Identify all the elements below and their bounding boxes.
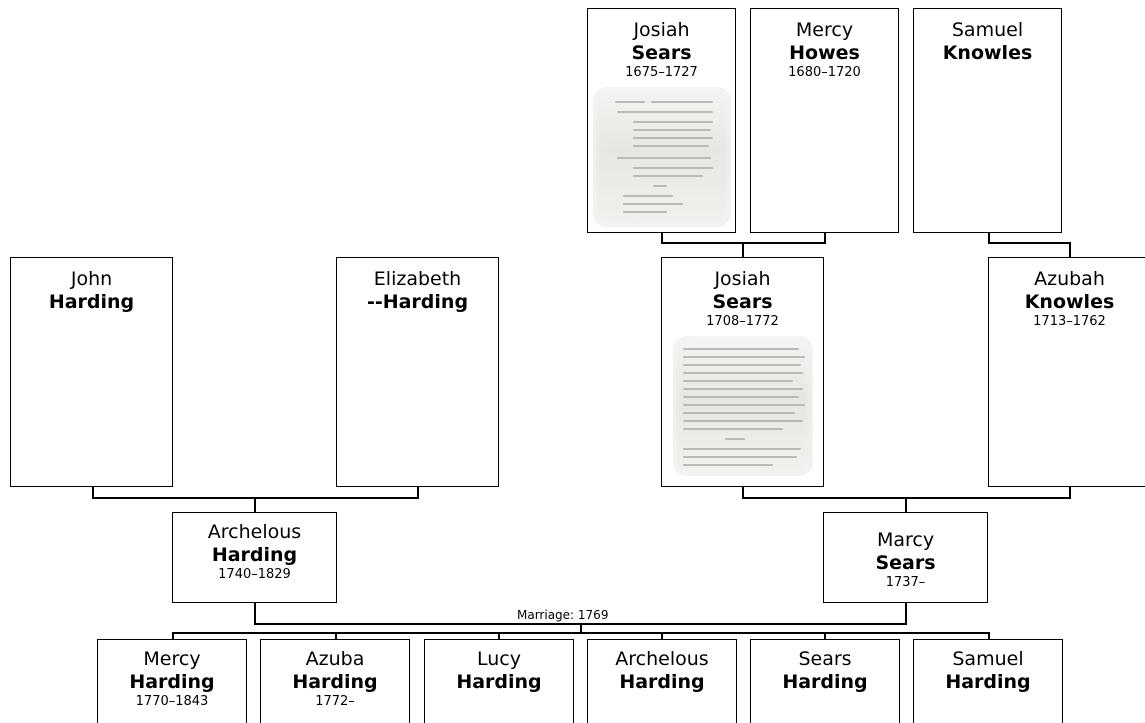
life-dates: 1713–1762: [1033, 314, 1106, 329]
given-name: Marcy: [876, 529, 935, 551]
connector: [172, 632, 174, 640]
given-name: Josiah: [633, 19, 690, 41]
connector: [172, 632, 990, 634]
person-card-marcy-sears[interactable]: Marcy Sears 1737–: [823, 512, 988, 603]
document-photo: [592, 87, 731, 227]
given-name: Josiah: [714, 268, 771, 290]
surname: Howes: [789, 42, 860, 64]
given-name: Mercy: [143, 648, 201, 670]
person-card-archelous-harding-1740[interactable]: Archelous Harding 1740–1829: [172, 512, 337, 603]
person-card-lucy-harding[interactable]: Lucy Harding: [424, 639, 574, 723]
surname: Harding: [129, 671, 215, 693]
connector: [905, 497, 907, 513]
person-card-samuel-knowles[interactable]: Samuel Knowles: [913, 8, 1062, 233]
person-card-john-harding[interactable]: John Harding: [10, 257, 173, 487]
connector: [580, 623, 582, 633]
connector: [92, 486, 94, 498]
person-card-azubah-knowles[interactable]: Azubah Knowles 1713–1762: [988, 257, 1145, 487]
person-card-azuba-harding[interactable]: Azuba Harding 1772–: [260, 639, 410, 723]
person-card-samuel-harding[interactable]: Samuel Harding: [913, 639, 1063, 723]
surname: Sears: [712, 291, 773, 313]
life-dates: 1740–1829: [218, 567, 291, 582]
life-dates: 1680–1720: [788, 65, 861, 80]
connector: [661, 632, 663, 640]
person-card-elizabeth-harding[interactable]: Elizabeth --Harding: [336, 257, 499, 487]
connector: [1069, 242, 1071, 258]
surname: Harding: [211, 544, 298, 566]
given-name: Sears: [798, 648, 852, 670]
connector: [742, 242, 744, 258]
connector: [988, 242, 1070, 244]
connector: [92, 497, 419, 499]
person-card-josiah-sears-1708[interactable]: Josiah Sears 1708–1772: [661, 257, 824, 487]
connector: [988, 632, 990, 640]
connector: [742, 486, 744, 498]
surname: Harding: [456, 671, 542, 693]
life-dates: 1708–1772: [706, 314, 779, 329]
surname: Harding: [619, 671, 705, 693]
surname: Harding: [292, 671, 378, 693]
surname: Sears: [631, 42, 692, 64]
connector: [905, 602, 907, 624]
given-name: Archelous: [615, 648, 709, 670]
surname: Harding: [945, 671, 1031, 693]
given-name: Lucy: [477, 648, 521, 670]
connector: [417, 486, 419, 498]
document-photo: [672, 336, 813, 476]
life-dates: 1770–1843: [135, 694, 209, 709]
connector: [742, 497, 1071, 499]
connector: [335, 632, 337, 640]
person-card-mercy-harding[interactable]: Mercy Harding 1770–1843: [97, 639, 247, 723]
surname: Knowles: [942, 42, 1033, 64]
surname: Harding: [782, 671, 868, 693]
surname: --Harding: [366, 291, 469, 313]
person-card-mercy-howes[interactable]: Mercy Howes 1680–1720: [750, 8, 899, 233]
connector: [498, 632, 500, 640]
marriage-label: Marriage: 1769: [515, 608, 611, 622]
person-card-archelous-harding-child[interactable]: Archelous Harding: [587, 639, 737, 723]
surname: Knowles: [1024, 291, 1115, 313]
given-name: Archelous: [207, 521, 302, 543]
given-name: John: [70, 268, 113, 290]
connector: [824, 232, 826, 243]
connector: [254, 602, 256, 624]
connector: [254, 497, 256, 513]
life-dates: 1675–1727: [625, 65, 698, 80]
connector: [824, 632, 826, 640]
connector: [988, 232, 990, 243]
given-name: Samuel: [952, 648, 1024, 670]
connector: [1069, 486, 1071, 498]
given-name: Azuba: [305, 648, 365, 670]
given-name: Azubah: [1034, 268, 1105, 290]
life-dates: 1772–: [315, 694, 355, 709]
person-card-josiah-sears-1675[interactable]: Josiah Sears 1675–1727: [587, 8, 736, 233]
person-card-sears-harding[interactable]: Sears Harding: [750, 639, 900, 723]
connector: [661, 242, 826, 244]
given-name: Mercy: [795, 19, 854, 41]
connector: [661, 232, 663, 243]
life-dates: 1737–: [885, 575, 926, 590]
given-name: Elizabeth: [373, 268, 462, 290]
surname: Harding: [48, 291, 135, 313]
surname: Sears: [875, 552, 936, 574]
given-name: Samuel: [951, 19, 1024, 41]
